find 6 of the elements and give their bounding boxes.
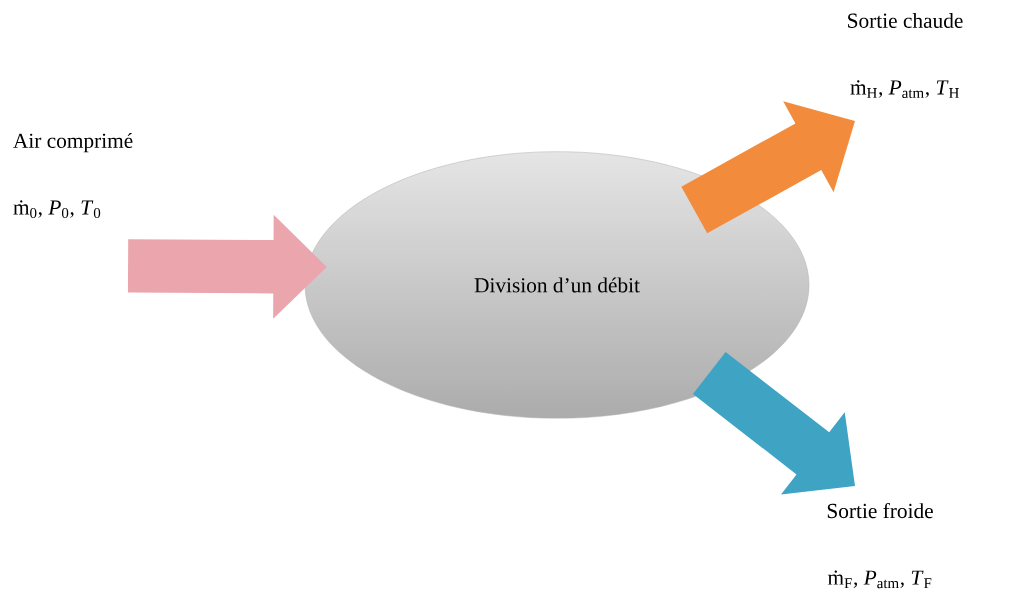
- block-arrow: [692, 351, 855, 495]
- block-arrow: [127, 214, 327, 319]
- text-label: Air comprimé ṁ$_{0}$, P$_{0}$, T$_{0}$: [13, 132, 133, 219]
- text-label: Sortie chaude ṁ$_{H}$, P$_{atm}$, T$_{H}$: [848, 12, 963, 98]
- text-label: Sortie froide ṁ$_{F}$, P$_{atm}$, T$_{F}$: [827, 502, 933, 589]
- block-arrow: [681, 101, 855, 234]
